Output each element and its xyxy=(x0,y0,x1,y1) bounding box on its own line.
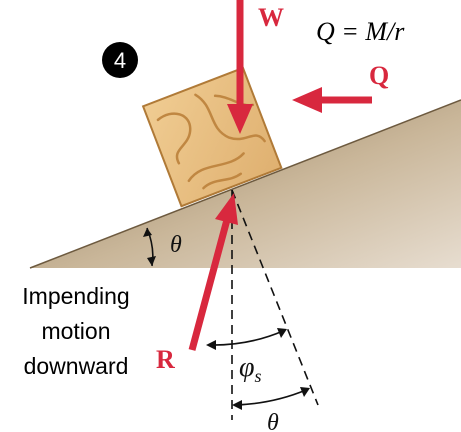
reaction-force-arrow xyxy=(188,193,238,351)
applied-force-label: Q xyxy=(369,61,389,90)
wooden-block xyxy=(141,66,283,208)
incline-angle-marker xyxy=(143,227,156,267)
equation-text: Q = M/r xyxy=(316,17,405,46)
lower-angle-arc xyxy=(232,387,310,410)
weight-force-arrow xyxy=(227,0,253,134)
friction-angle-label: φs xyxy=(239,352,262,386)
lower-angle-label: θ xyxy=(267,410,279,432)
motion-label-line-1: Impending xyxy=(22,283,129,309)
incline-angle-label: θ xyxy=(170,232,182,258)
friction-angle-arc xyxy=(206,328,287,350)
weight-label: W xyxy=(258,3,284,32)
inclined-dashed-line xyxy=(231,189,319,406)
step-number-text: 4 xyxy=(114,48,126,73)
motion-label-line-3: downward xyxy=(24,353,129,379)
reaction-label: R xyxy=(156,345,175,374)
applied-force-arrow xyxy=(292,87,372,113)
impending-motion-label: Impending motion downward xyxy=(22,283,129,379)
incline-surface-line xyxy=(29,99,461,269)
step-number-badge xyxy=(102,42,138,78)
motion-label-line-2: motion xyxy=(41,318,110,344)
